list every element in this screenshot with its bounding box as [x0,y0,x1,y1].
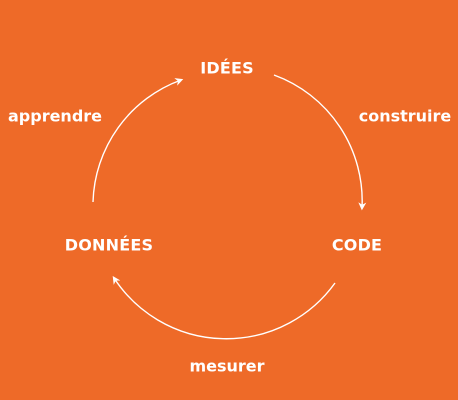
arrow-ideas-to-code [273,74,367,211]
arrow-code-to-data [112,275,336,340]
node-data: DONNÉES [64,235,154,255]
arrow-data-to-ideas [92,78,184,203]
edge-label-build: construire [358,106,452,126]
node-code: CODE [331,235,383,255]
edge-label-measure: mesurer [189,356,265,376]
edge-label-learn: apprendre [7,106,103,126]
node-ideas: IDÉES [200,58,254,78]
